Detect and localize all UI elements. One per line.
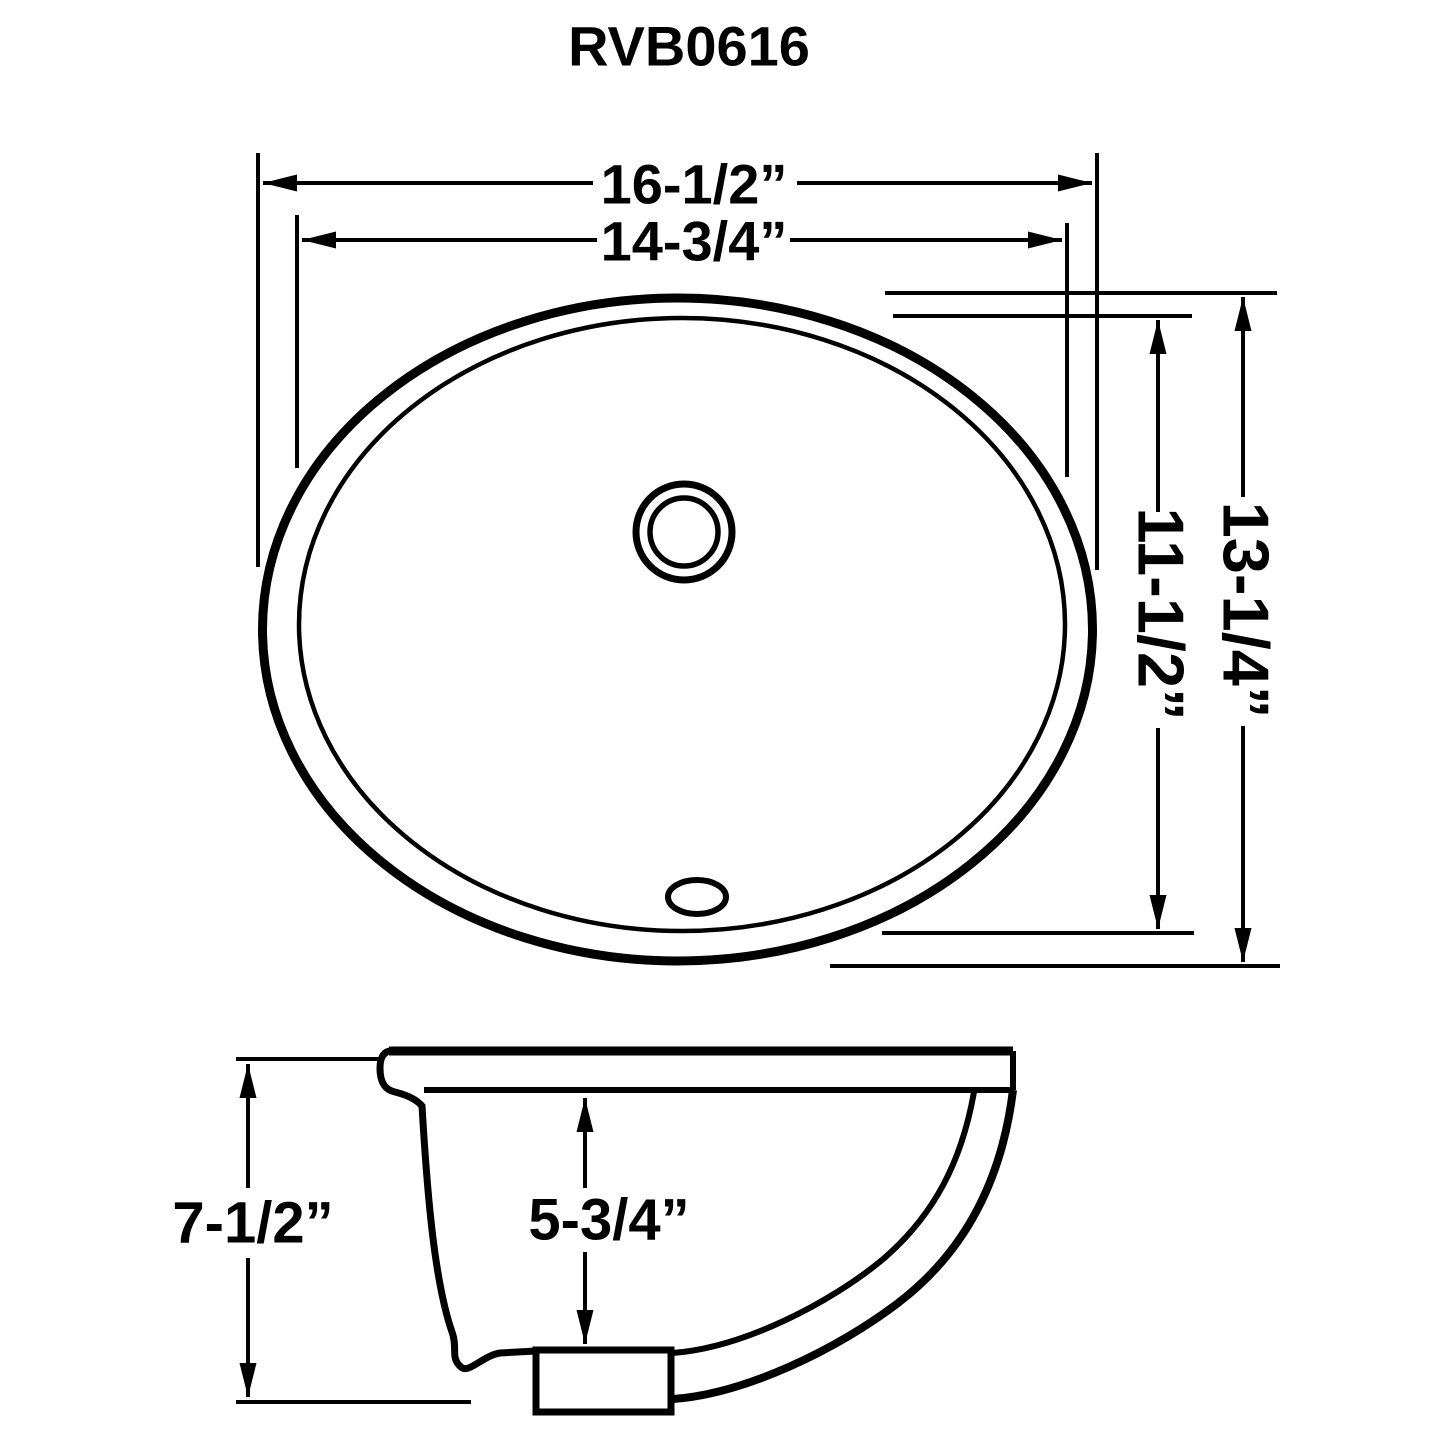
dim-label-inner-depth: 11-1/2”	[1125, 507, 1198, 720]
arrowhead-up	[1234, 297, 1252, 331]
dimension-top-inner-width: 14-3/4”	[295, 210, 1069, 477]
arrowhead-up	[239, 1064, 257, 1098]
bowl-right-outer-wall	[672, 1089, 1017, 1403]
dim-label-outer-width: 16-1/2”	[601, 153, 788, 216]
arrowhead-down	[576, 1310, 594, 1344]
drain-stub	[532, 1346, 675, 1416]
overflow-hole	[665, 877, 729, 917]
drawing-title: RVB0616	[568, 15, 810, 78]
arrowhead-down	[1149, 895, 1167, 929]
top-view	[258, 293, 1097, 966]
dimension-side-overall-height: 7-1/2”	[172, 1057, 471, 1404]
arrowhead-up	[576, 1098, 594, 1132]
dimension-top-outer-depth: 13-1/4”	[830, 291, 1283, 968]
dim-label-bowl-depth: 5-3/4”	[528, 1188, 689, 1253]
arrowhead-right	[1028, 231, 1062, 249]
arrowhead-down	[1234, 928, 1252, 962]
dim-label-outer-depth: 13-1/4”	[1210, 502, 1283, 719]
side-view	[376, 1046, 1017, 1416]
dim-label-inner-width: 14-3/4”	[601, 210, 788, 273]
bowl-left-wall	[376, 1047, 537, 1373]
sink-outer-rim	[258, 293, 1097, 966]
arrowhead-left	[263, 174, 297, 192]
arrowhead-left	[302, 231, 336, 249]
arrowhead-up	[1149, 320, 1167, 354]
dim-label-overall-height: 7-1/2”	[172, 1191, 333, 1256]
bowl-right-inner-wall	[671, 1091, 977, 1356]
dimension-top-inner-depth: 11-1/2”	[882, 314, 1198, 935]
dimension-side-bowl-depth: 5-3/4”	[528, 1098, 690, 1344]
sink-inner-rim	[296, 315, 1068, 934]
drain-inner-circle	[647, 495, 721, 569]
drain-outer-circle	[632, 480, 736, 584]
arrowhead-down	[239, 1363, 257, 1397]
dimension-top-outer-width: 16-1/2”	[256, 153, 1099, 570]
arrowhead-right	[1058, 174, 1092, 192]
